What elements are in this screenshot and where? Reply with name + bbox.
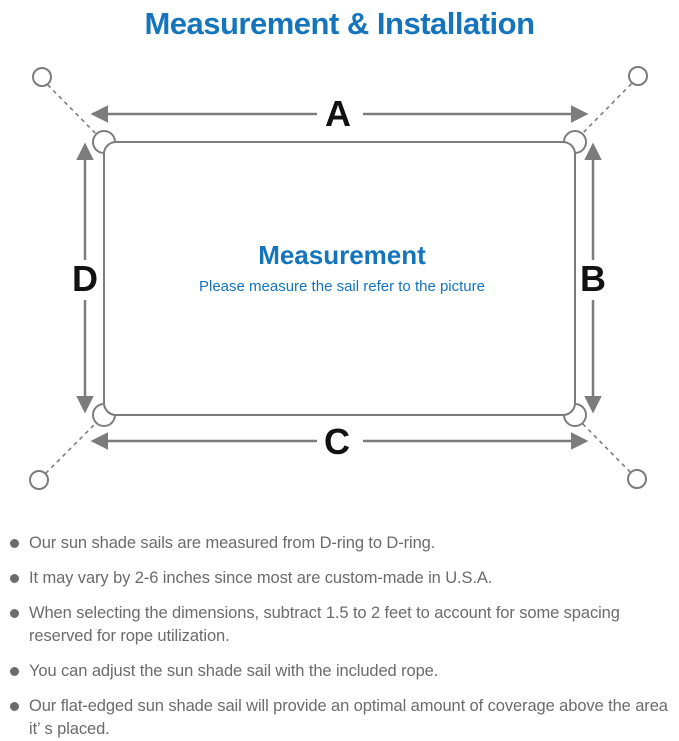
note-item: You can adjust the sun shade sail with t… <box>10 660 673 683</box>
dimension-label-c: C <box>324 421 350 462</box>
note-text: When selecting the dimensions, subtract … <box>29 604 620 645</box>
bullet-dot-icon <box>10 574 19 583</box>
note-text: Our flat-edged sun shade sail will provi… <box>29 697 668 738</box>
guy-line-top-left <box>41 78 102 140</box>
note-text: You can adjust the sun shade sail with t… <box>29 662 439 680</box>
bullet-dot-icon <box>10 539 19 548</box>
guy-line-bottom-left <box>39 417 102 480</box>
notes-list: Our sun shade sails are measured from D-… <box>0 532 679 741</box>
note-text: Our sun shade sails are measured from D-… <box>29 534 436 552</box>
anchor-ring-top-left-icon <box>32 67 52 87</box>
guy-line-bottom-right <box>576 417 637 479</box>
dimension-label-b: B <box>580 258 606 299</box>
dimension-label-a: A <box>325 93 351 134</box>
page-title: Measurement & Installation <box>144 6 535 41</box>
measurement-caption-title: Measurement <box>258 240 426 270</box>
anchor-ring-bottom-right-icon <box>627 469 647 489</box>
note-item: It may vary by 2-6 inches since most are… <box>10 567 673 590</box>
measurement-diagram: A C D B Measurement Please measure the s… <box>29 66 648 490</box>
bullet-dot-icon <box>10 609 19 618</box>
guy-line-top-right <box>576 77 638 140</box>
bullet-dot-icon <box>10 702 19 711</box>
sail-rectangle <box>103 141 576 416</box>
anchor-ring-bottom-left-icon <box>29 470 49 490</box>
dimension-label-d: D <box>72 258 98 299</box>
measurement-caption-subtitle: Please measure the sail refer to the pic… <box>199 278 485 295</box>
bullet-dot-icon <box>10 667 19 676</box>
note-item: Our sun shade sails are measured from D-… <box>10 532 673 555</box>
note-text: It may vary by 2-6 inches since most are… <box>29 569 493 587</box>
note-item: Our flat-edged sun shade sail will provi… <box>10 695 673 741</box>
note-item: When selecting the dimensions, subtract … <box>10 602 673 648</box>
anchor-ring-top-right-icon <box>628 66 648 86</box>
